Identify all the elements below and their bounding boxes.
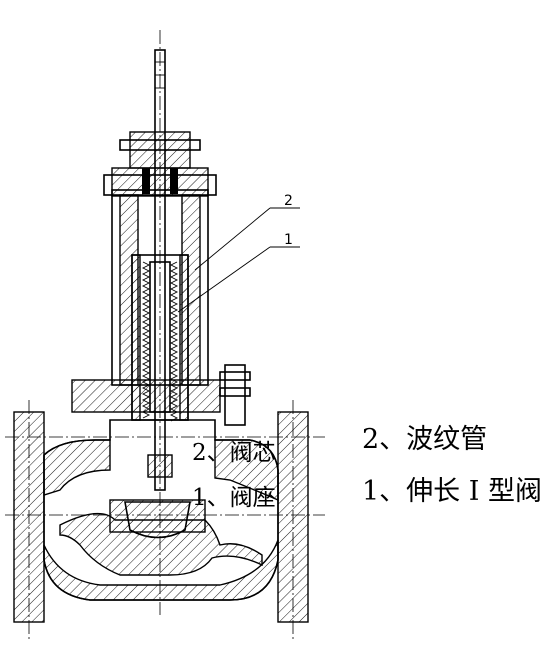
legend-item-bellows: 2、波纹管 bbox=[362, 424, 487, 455]
overlay-label-valve-seat: 1、阀座 bbox=[192, 485, 276, 511]
bellows bbox=[141, 261, 179, 422]
callout-number-1: 1 bbox=[284, 232, 293, 248]
bellows-housing-left bbox=[131, 254, 141, 421]
side-bolt bbox=[219, 364, 251, 426]
bellows-housing-right bbox=[179, 254, 189, 421]
bonnet-assembly bbox=[71, 49, 251, 491]
valve-stem bbox=[154, 49, 166, 491]
leader-1 bbox=[177, 246, 271, 313]
valve-body bbox=[13, 400, 309, 640]
body-left-upper-wall bbox=[43, 439, 111, 496]
packing-ring-right bbox=[170, 168, 178, 194]
seat-ring bbox=[109, 499, 206, 533]
body-right-upper-wall bbox=[214, 439, 279, 502]
callout-leaders bbox=[177, 207, 300, 313]
body-bottom-wall bbox=[43, 539, 279, 601]
leader-2 bbox=[194, 207, 271, 271]
callout-number-2: 2 bbox=[284, 193, 293, 209]
legend-item-extension-valve: 1、伸长 I 型阀 bbox=[362, 476, 542, 507]
valve-plug bbox=[124, 501, 191, 539]
overlay-label-valve-core: 2、阀芯 bbox=[192, 440, 276, 466]
packing-ring-left bbox=[142, 168, 150, 194]
